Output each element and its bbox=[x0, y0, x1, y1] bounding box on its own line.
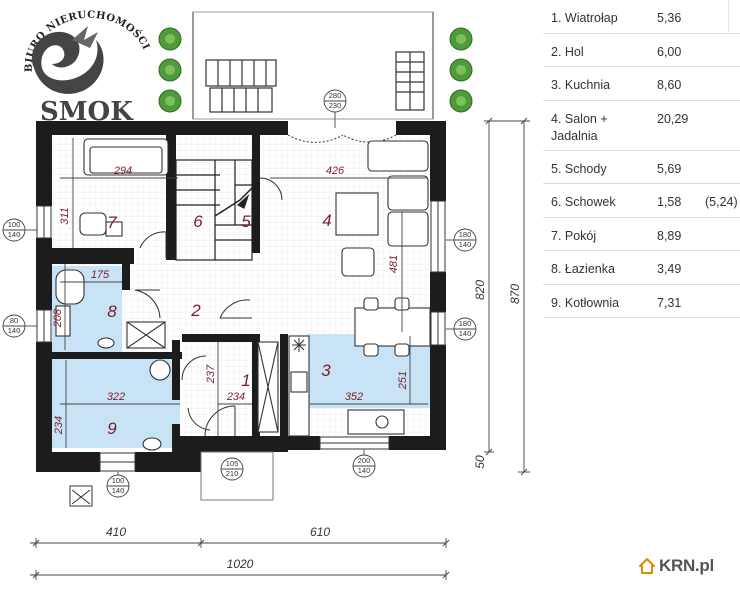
room-area: 20,29 bbox=[657, 111, 689, 126]
room-number: 6 bbox=[193, 212, 203, 231]
dimension-label: 410 bbox=[106, 525, 126, 539]
room-name: 9. Kotłownia bbox=[551, 295, 620, 310]
opening-height: 210 bbox=[226, 469, 239, 478]
dragon-icon bbox=[31, 31, 104, 94]
table-row: 9. Kotłownia 7,31 bbox=[543, 285, 740, 318]
room-number: 9 bbox=[107, 419, 117, 438]
opening-width: 105 bbox=[226, 459, 239, 468]
room-area-extra: (5,24) bbox=[705, 195, 738, 209]
window bbox=[36, 200, 446, 472]
dimension-label: 234 bbox=[53, 416, 65, 435]
room-number: 1 bbox=[241, 371, 250, 390]
opening-tags bbox=[2, 89, 477, 498]
opening-width: 180 bbox=[459, 319, 472, 328]
dimension-label: 1020 bbox=[227, 557, 254, 571]
table-row: 1. Wiatrołap 5,36 bbox=[543, 0, 740, 34]
room-name: 8. Łazienka bbox=[551, 262, 615, 276]
dimension-label: 50 bbox=[473, 455, 487, 469]
room-name: 7. Pokój bbox=[551, 228, 597, 243]
opening-width: 80 bbox=[10, 316, 18, 325]
opening-tag-labels: 280 230 100 140 80 140 180 140 180 140 1… bbox=[8, 91, 472, 495]
opening-width: 100 bbox=[112, 476, 125, 485]
dimension-label: 234 bbox=[226, 391, 245, 403]
floor-plan: 1 2 3 4 5 6 7 8 9 294 426 311 481 175 20… bbox=[2, 11, 530, 580]
table-row: 4. Salon + Jadalnia 20,29 bbox=[543, 101, 740, 151]
table-row: 8. Łazienka 3,49 bbox=[543, 251, 740, 285]
stairs bbox=[175, 159, 253, 261]
dimension-label: 352 bbox=[345, 391, 363, 403]
room-numbers: 1 2 3 4 5 6 7 8 9 bbox=[107, 211, 331, 438]
room-name: 3. Kuchnia bbox=[551, 78, 611, 92]
hob-icon bbox=[292, 338, 306, 352]
dimension-label: 610 bbox=[310, 525, 330, 539]
dimension-label: 237 bbox=[205, 364, 217, 384]
dimension-label: 870 bbox=[508, 284, 522, 304]
room-area-table: 1. Wiatrołap 5,36 2. Hol 6,00 3. Kuchnia… bbox=[543, 0, 740, 318]
room-name: 4. Salon + Jadalnia bbox=[551, 111, 608, 143]
opening-height: 140 bbox=[8, 230, 21, 239]
site-name: KRN.pl bbox=[659, 556, 714, 575]
table-row: 6. Schowek 1,58 (5,24) bbox=[543, 184, 740, 218]
dimension-label: 820 bbox=[473, 280, 487, 300]
opening-width: 100 bbox=[8, 220, 21, 229]
room-area: 3,49 bbox=[657, 262, 682, 276]
room-area: 8,89 bbox=[657, 228, 682, 243]
wall bbox=[36, 121, 446, 472]
opening-height: 140 bbox=[459, 329, 472, 338]
agency-logo[interactable]: BIURO NIERUCHOMOŚCI SMOK bbox=[18, 10, 158, 125]
table-row: 5. Schody 5,69 bbox=[543, 151, 740, 184]
dragon-wing-icon bbox=[72, 26, 98, 48]
room-area: 6,00 bbox=[657, 44, 682, 59]
site-logo[interactable]: KRN.pl bbox=[638, 556, 714, 576]
terrace-door bbox=[287, 126, 397, 143]
house-icon bbox=[639, 558, 655, 574]
room-name: 2. Hol bbox=[551, 44, 584, 59]
table-row: 7. Pokój 8,89 bbox=[543, 218, 740, 251]
room-name: 6. Schowek bbox=[551, 195, 616, 209]
room-number: 7 bbox=[107, 213, 117, 232]
room-area: 7,31 bbox=[657, 295, 682, 310]
garden-chair-icon bbox=[395, 51, 425, 111]
opening-width: 280 bbox=[329, 91, 342, 100]
room-area: 1,58 bbox=[657, 195, 682, 209]
dimension-labels: 294 426 311 481 175 208 237 234 322 234 … bbox=[52, 165, 409, 435]
room-number: 4 bbox=[322, 211, 331, 230]
dimension-label: 251 bbox=[397, 371, 409, 390]
room-name: 1. Wiatrołap bbox=[551, 11, 618, 25]
logo-main-text: SMOK bbox=[40, 97, 134, 125]
dimension-label: 294 bbox=[113, 165, 132, 177]
opening-height: 230 bbox=[329, 101, 342, 110]
plant-icon bbox=[158, 27, 473, 113]
opening-height: 140 bbox=[358, 466, 371, 475]
interior-door bbox=[134, 177, 283, 431]
room-area: 5,69 bbox=[657, 161, 682, 176]
room-number: 2 bbox=[190, 301, 201, 320]
room-area: 5,36 bbox=[657, 11, 682, 25]
opening-height: 140 bbox=[8, 326, 21, 335]
room-name: 5. Schody bbox=[551, 161, 607, 176]
opening-height: 140 bbox=[459, 240, 472, 249]
opening-height: 140 bbox=[112, 486, 125, 495]
boiler-room-marker-icon bbox=[69, 485, 93, 507]
dimension-label: 426 bbox=[326, 165, 345, 177]
room-number: 3 bbox=[321, 361, 331, 380]
opening-width: 180 bbox=[459, 230, 472, 239]
dimension-label: 175 bbox=[91, 269, 110, 281]
table-row: 3. Kuchnia 8,60 bbox=[543, 67, 740, 101]
furniture bbox=[55, 138, 431, 451]
outer-dimension-labels: 820 870 50 410 610 1020 bbox=[106, 280, 522, 571]
sun-lounger-icon bbox=[205, 59, 277, 113]
table-row: 2. Hol 6,00 bbox=[543, 34, 740, 67]
room-area: 8,60 bbox=[657, 78, 682, 92]
dimension-label: 322 bbox=[107, 391, 125, 403]
dimension-lines bbox=[30, 117, 530, 580]
room-number: 8 bbox=[107, 302, 117, 321]
dimension-label: 481 bbox=[388, 255, 400, 273]
column-divider bbox=[728, 0, 729, 33]
dimension-label: 311 bbox=[59, 207, 71, 225]
room-number: 5 bbox=[241, 212, 251, 231]
dimension-label: 208 bbox=[52, 308, 64, 328]
opening-width: 200 bbox=[358, 456, 371, 465]
